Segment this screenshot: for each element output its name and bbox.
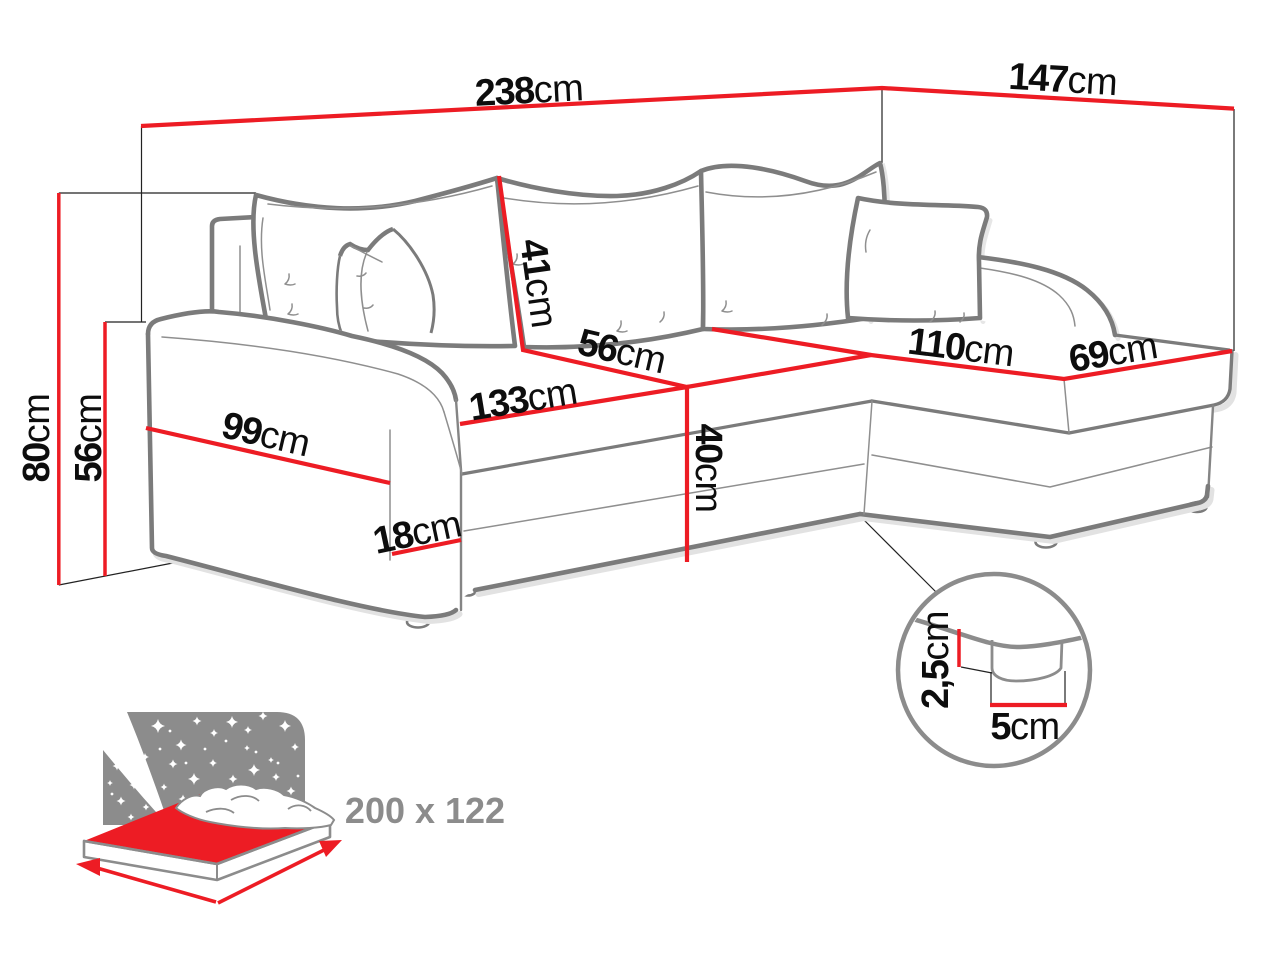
svg-text:56cm: 56cm [68,394,110,483]
svg-text:133cm: 133cm [466,370,580,429]
svg-text:147cm: 147cm [1008,56,1119,104]
svg-text:80cm: 80cm [16,394,58,483]
svg-text:69cm: 69cm [1066,325,1161,381]
svg-text:110cm: 110cm [905,321,1016,376]
svg-text:40cm: 40cm [687,424,729,513]
svg-text:238cm: 238cm [474,67,585,115]
svg-text:5cm: 5cm [990,706,1059,748]
svg-text:18cm: 18cm [369,503,465,563]
svg-text:200 x 122: 200 x 122 [345,790,505,831]
svg-text:41cm: 41cm [511,236,565,330]
svg-text:2,5cm: 2,5cm [915,611,957,709]
